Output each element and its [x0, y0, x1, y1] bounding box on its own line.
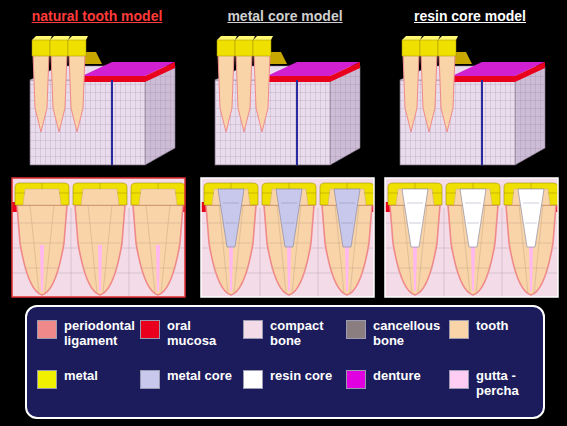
legend-swatch [346, 320, 366, 339]
model-title: resin core model [370, 8, 567, 24]
legend-text: tooth [476, 318, 548, 333]
legend-swatch [37, 320, 57, 339]
panel-frame [201, 178, 374, 297]
legend-swatch [140, 320, 160, 339]
legend-swatch [449, 320, 469, 339]
legend-text: metal core [167, 368, 239, 383]
legend-text: periodontal ligament [64, 318, 136, 348]
legend-text: denture [373, 368, 445, 383]
legend-text: compact bone [270, 318, 342, 348]
natural-model-3d [30, 36, 175, 165]
legend-swatch [37, 370, 57, 389]
legend-text: resin core [270, 368, 342, 383]
model-title: metal core model [185, 8, 385, 24]
legend-swatch [346, 370, 366, 389]
metal-core-model-3d [215, 36, 360, 165]
metal-core-section [201, 178, 374, 297]
legend-text: gutta - percha [476, 368, 548, 398]
legend-swatch [140, 370, 160, 389]
legend-text: metal [64, 368, 136, 383]
legend-swatch [243, 320, 263, 339]
panel-frame [12, 178, 185, 297]
panel-frame [385, 178, 558, 297]
model-title: natural tooth model [0, 8, 197, 24]
resin-core-model-3d [400, 36, 545, 165]
legend-text: oral mucosa [167, 318, 239, 348]
legend-swatch [449, 370, 469, 389]
legend-text: cancellous bone [373, 318, 445, 348]
legend-frame [26, 306, 544, 418]
natural-tooth-section [12, 178, 185, 297]
legend-swatch [243, 370, 263, 389]
resin-core-section [385, 178, 558, 297]
